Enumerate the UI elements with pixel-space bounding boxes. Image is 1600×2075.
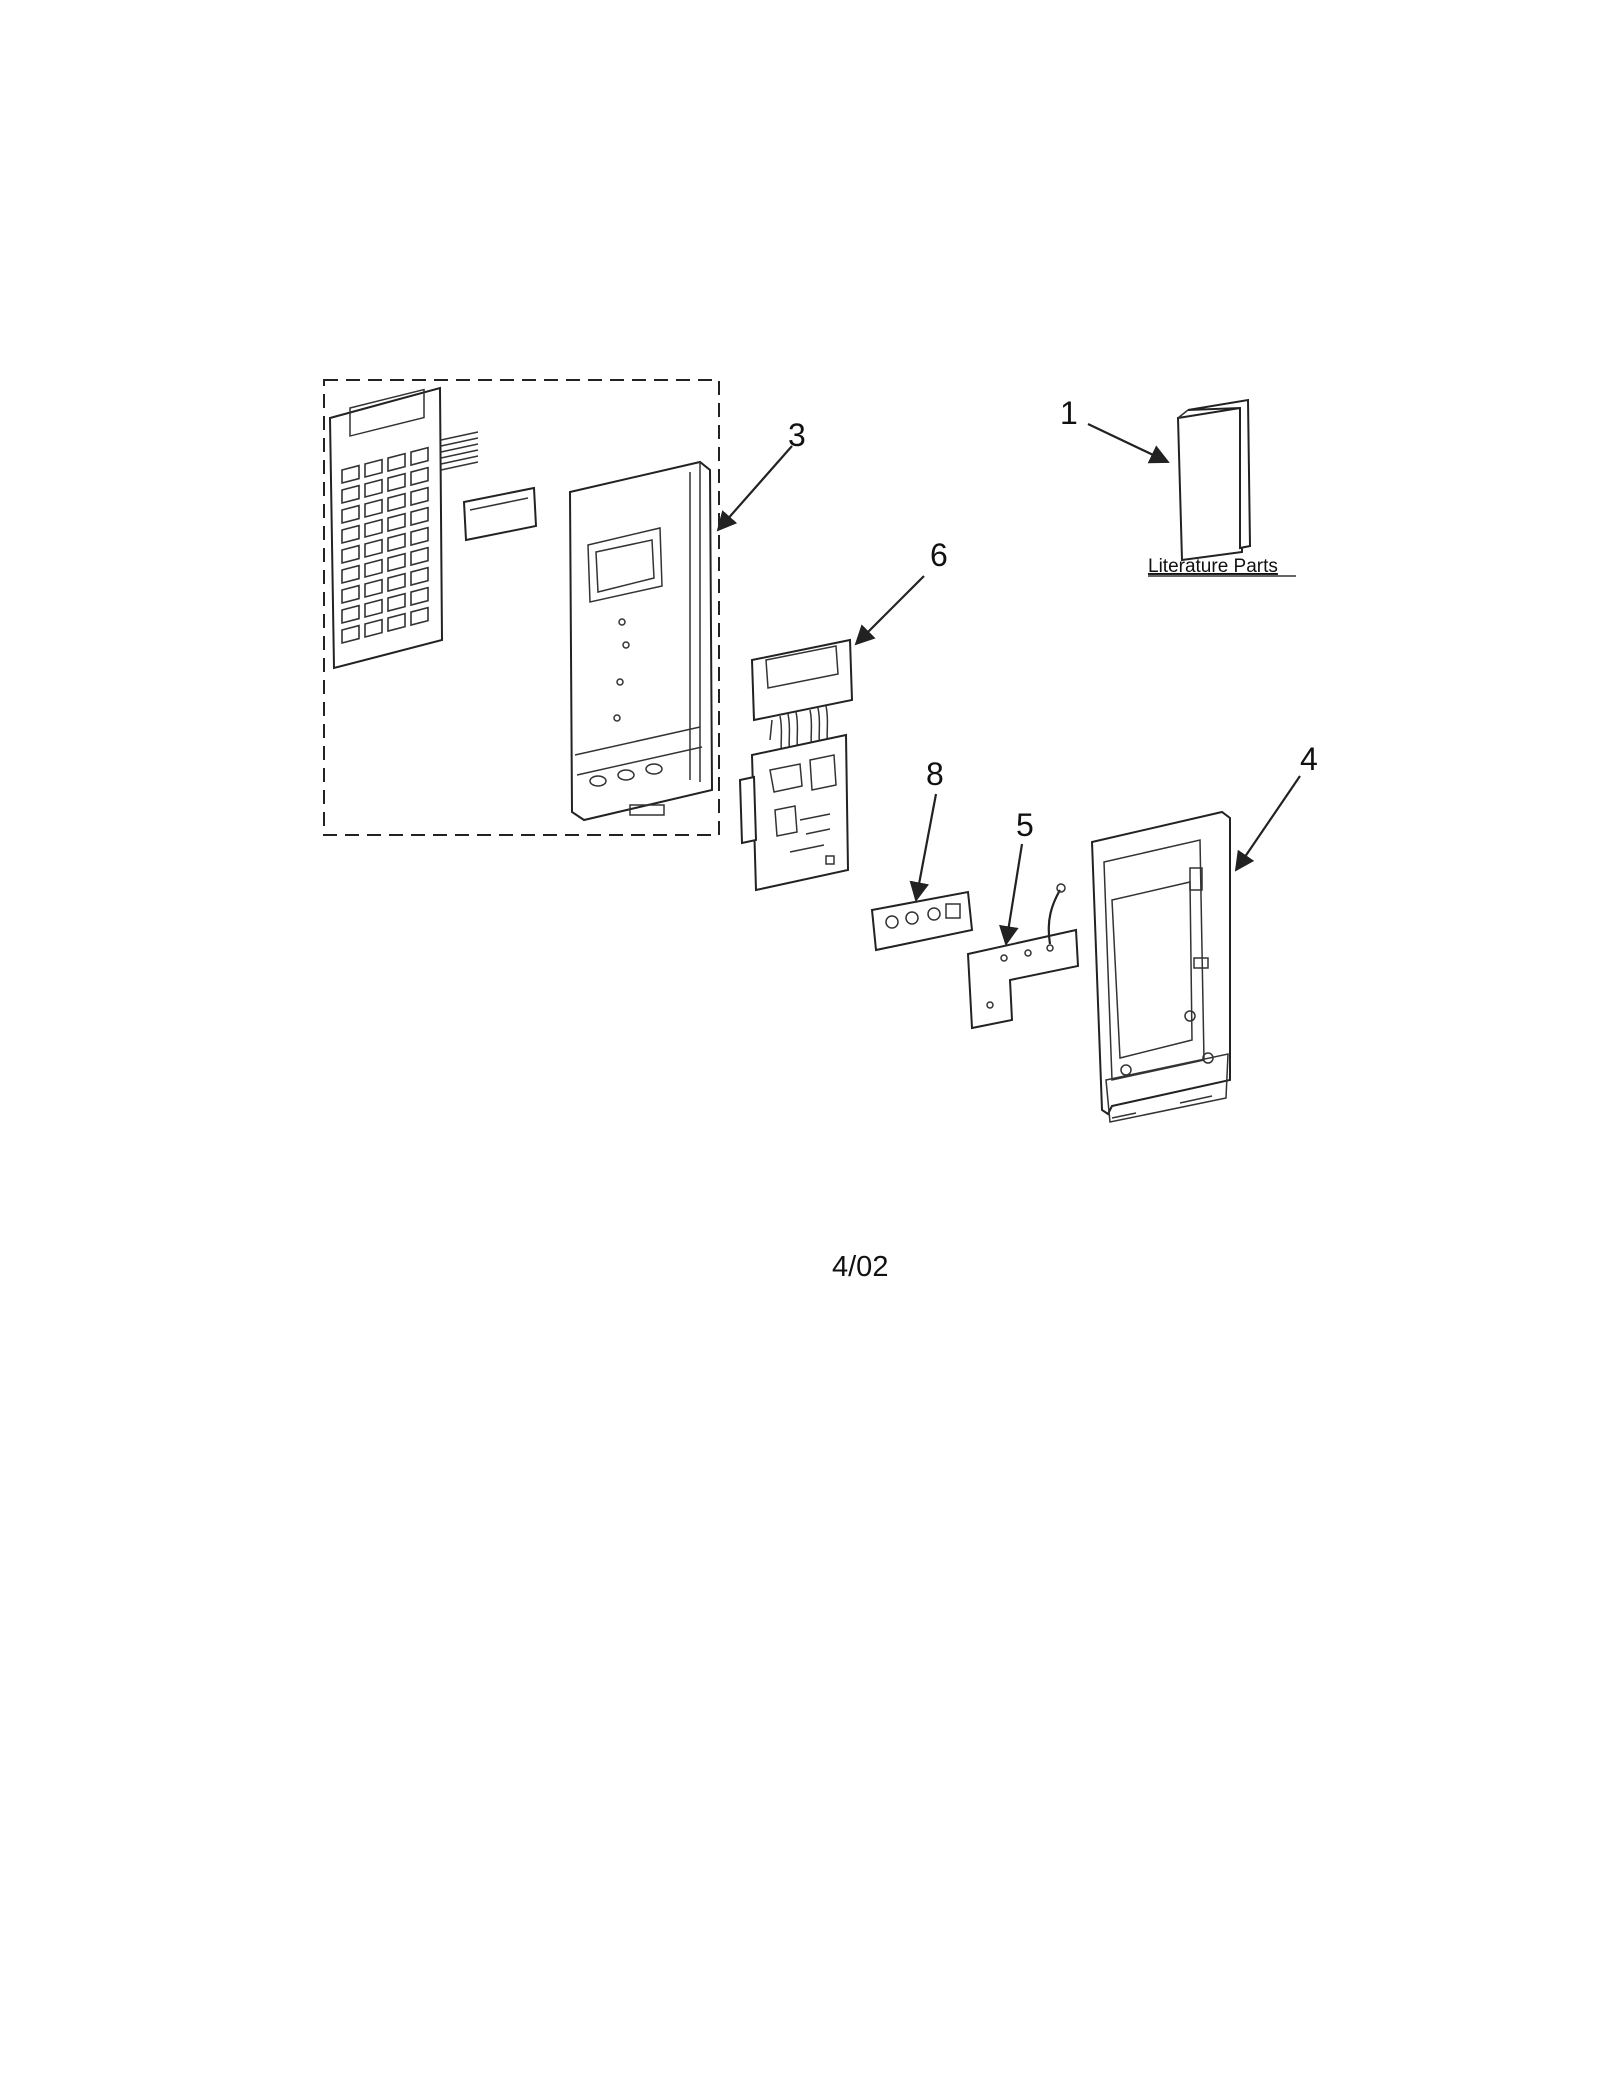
- keypad-key: [364, 618, 383, 639]
- literature-parts-label: Literature Parts: [1148, 556, 1278, 577]
- control-panel-frame: [568, 460, 714, 822]
- keypad-key: [387, 552, 406, 573]
- keypad-key: [387, 472, 406, 493]
- callout-1: 1: [1060, 395, 1078, 431]
- callout-6: 6: [930, 537, 948, 573]
- keypad-key: [364, 458, 383, 479]
- bracket-with-wire: [966, 883, 1080, 1030]
- leader-8: [909, 793, 938, 902]
- literature-booklet: [1176, 398, 1252, 562]
- keypad-key: [387, 532, 406, 553]
- keypad-key: [387, 572, 406, 593]
- keypad-key: [410, 546, 429, 567]
- leader-5: [999, 843, 1024, 946]
- keypad-membrane: [328, 386, 479, 670]
- keypad-key: [364, 598, 383, 619]
- callout-5: 5: [1016, 807, 1034, 843]
- leader-6: [854, 575, 925, 646]
- keypad-key: [364, 538, 383, 559]
- keypad-key: [341, 464, 360, 485]
- keypad-key: [387, 612, 406, 633]
- keypad-key: [410, 526, 429, 547]
- keypad-key: [387, 492, 406, 513]
- keypad-key: [364, 478, 383, 499]
- keypad-key: [364, 498, 383, 519]
- keypad-key: [341, 504, 360, 525]
- keypad-key: [410, 466, 429, 487]
- control-board: [738, 733, 850, 892]
- leader-3: [716, 445, 793, 532]
- keypad-key: [410, 566, 429, 587]
- keypad-key: [364, 578, 383, 599]
- keypad-key: [364, 518, 383, 539]
- control-panel-assembly: [323, 379, 720, 836]
- assembly-dashed-boundary: [323, 379, 720, 836]
- keypad-key: [341, 584, 360, 605]
- keypad-key: [410, 586, 429, 607]
- keypad-key: [341, 524, 360, 545]
- leader-4: [1234, 775, 1301, 872]
- keypad-key: [341, 604, 360, 625]
- keypad-key: [341, 484, 360, 505]
- keypad-key: [410, 486, 429, 507]
- keypad-key: [387, 592, 406, 613]
- keypad-key: [341, 564, 360, 585]
- callout-8: 8: [926, 756, 944, 792]
- callout-4: 4: [1300, 741, 1318, 777]
- keypad-key: [364, 558, 383, 579]
- keypad-key: [387, 512, 406, 533]
- keypad-key: [410, 506, 429, 527]
- display-window: [462, 486, 538, 542]
- sensor-board: [870, 890, 974, 952]
- callout-3: 3: [788, 417, 806, 453]
- mounting-plate: [1090, 810, 1231, 1123]
- keypad-key: [341, 544, 360, 565]
- keypad-key: [387, 452, 406, 473]
- keypad-key: [341, 624, 360, 645]
- keypad-key: [410, 606, 429, 627]
- date-code: 4/02: [832, 1251, 888, 1283]
- keypad-key: [410, 446, 429, 467]
- keypad-ribbon-cable: [440, 431, 479, 471]
- keypad-keys: [341, 446, 429, 645]
- leader-1: [1087, 423, 1170, 464]
